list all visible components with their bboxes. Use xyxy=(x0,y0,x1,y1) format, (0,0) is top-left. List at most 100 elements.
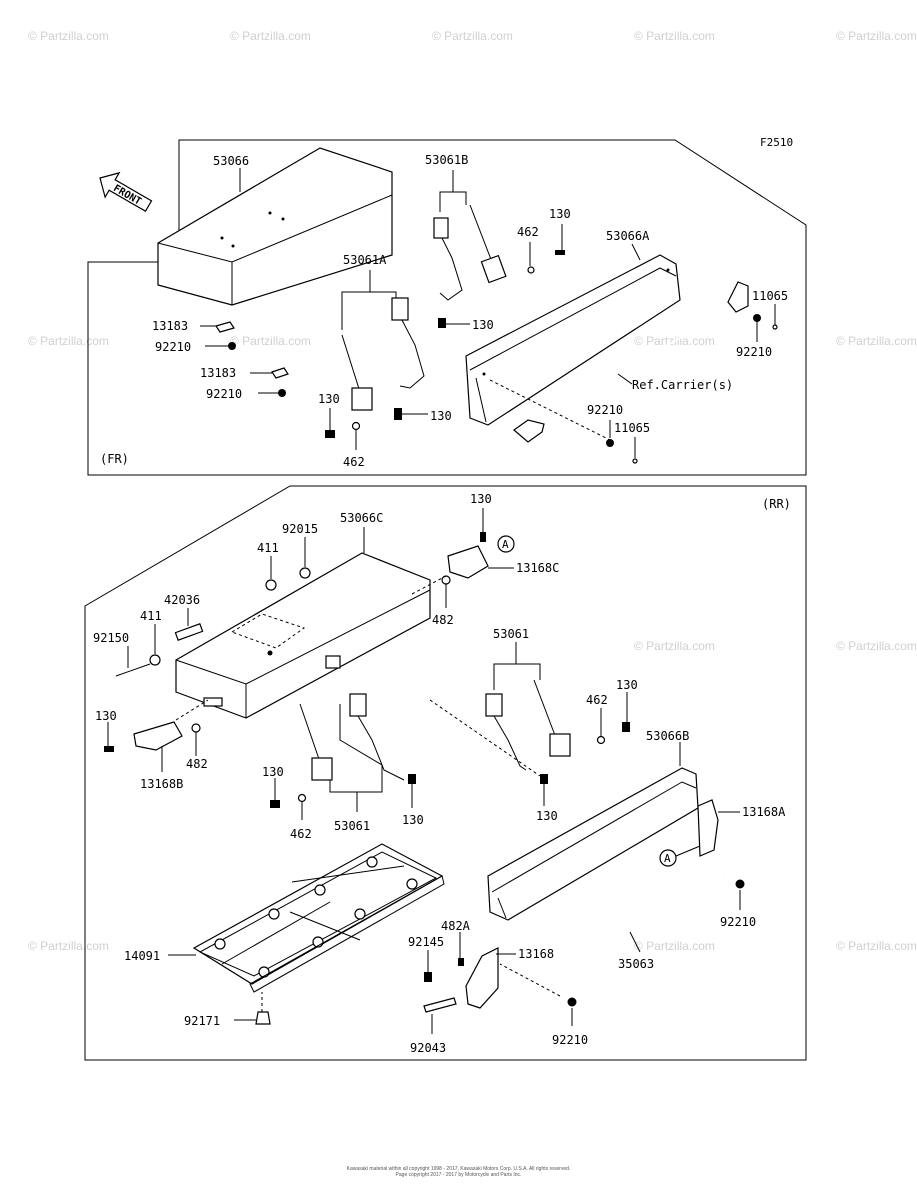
part-label: 92015 xyxy=(282,522,318,536)
part-label: 53061 xyxy=(334,819,370,833)
belt-cable xyxy=(439,237,463,301)
bolt-icon xyxy=(115,663,151,677)
washer xyxy=(596,735,606,745)
dash-line xyxy=(411,575,447,595)
carrier-bracket xyxy=(727,281,749,313)
rear-seat-belt-left xyxy=(299,693,405,781)
mat-body xyxy=(192,843,444,985)
part-label: 11065 xyxy=(614,421,650,435)
washer xyxy=(772,324,778,330)
bolt-icon xyxy=(622,722,630,732)
leader-bracket xyxy=(341,291,397,330)
watermark: © Partzilla.com xyxy=(836,334,917,348)
rear-backrest xyxy=(487,767,699,921)
bracket-13168b xyxy=(133,721,183,751)
bolt-icon xyxy=(458,958,464,966)
belt-strap xyxy=(299,703,321,763)
washer xyxy=(351,421,361,431)
cushion-hole xyxy=(268,211,272,215)
rear-section-frame xyxy=(84,485,807,1061)
part-label: 42036 xyxy=(164,593,200,607)
leader-line xyxy=(617,373,633,385)
carrier-rod-inner xyxy=(539,305,737,419)
cushion-hole xyxy=(231,244,235,248)
backrest-body xyxy=(465,254,681,426)
watermark: © Partzilla.com xyxy=(28,939,109,953)
washer xyxy=(441,575,451,585)
mat-edge xyxy=(249,875,445,993)
part-label: 482A xyxy=(441,919,471,933)
part-label: 130 xyxy=(616,678,638,692)
front-seat-cushion xyxy=(157,147,393,306)
part-label: 130 xyxy=(402,813,424,827)
mat-stud xyxy=(354,908,366,920)
bolt-icon xyxy=(270,800,280,808)
part-label: 13183 xyxy=(200,366,236,380)
bolt-icon xyxy=(424,972,432,982)
mat-stud xyxy=(314,884,326,896)
part-label: 411 xyxy=(257,541,279,555)
bracket-13168a xyxy=(697,799,719,857)
washer xyxy=(527,266,535,274)
nut-icon xyxy=(278,389,286,397)
cushion-hole xyxy=(267,650,273,656)
cushion-latch-outline xyxy=(230,613,306,649)
belt-buckle xyxy=(485,693,503,717)
part-label: 462 xyxy=(343,455,365,469)
part-label: 53066C xyxy=(340,511,383,525)
leader-bracket xyxy=(493,663,541,690)
mat-rib xyxy=(289,911,361,941)
washer xyxy=(632,458,638,464)
part-label: 92171 xyxy=(184,1014,220,1028)
part-label: 130 xyxy=(536,809,558,823)
part-label: 35063 xyxy=(618,957,654,971)
part-label: 11065 xyxy=(752,289,788,303)
bolt-icon xyxy=(408,774,416,784)
watermark: © Partzilla.com xyxy=(634,29,715,43)
belt-cable xyxy=(399,319,425,389)
part-label: 53061A xyxy=(343,253,387,267)
washer xyxy=(299,567,311,579)
bracket-13168 xyxy=(465,947,499,1009)
leader-line xyxy=(629,931,641,953)
part-label: 92210 xyxy=(720,915,756,929)
arrow-shape xyxy=(99,171,153,213)
part-label: 130 xyxy=(318,392,340,406)
part-label: 92210 xyxy=(587,403,623,417)
mat-stud xyxy=(406,878,418,890)
belt-cable xyxy=(357,715,405,781)
belt-retractor xyxy=(480,254,507,284)
nut-icon xyxy=(735,879,745,889)
part-label: 53066A xyxy=(606,229,650,243)
ref-mark-a-label: A xyxy=(664,852,671,865)
clip-92171 xyxy=(255,1011,271,1025)
part-label: 130 xyxy=(95,709,117,723)
part-label: 411 xyxy=(140,609,162,623)
part-label: 53066 xyxy=(213,154,249,168)
cushion-hole xyxy=(220,236,224,240)
part-label: 92145 xyxy=(408,935,444,949)
watermark: © Partzilla.com xyxy=(230,29,311,43)
watermark: © Partzilla.com xyxy=(28,334,109,348)
belt-cable xyxy=(493,715,527,771)
leader-bracket xyxy=(439,191,467,212)
part-label: 53061 xyxy=(493,627,529,641)
part-label: 13168C xyxy=(516,561,559,575)
part-label: 92210 xyxy=(552,1033,588,1047)
belt-retractor xyxy=(549,733,571,757)
bolt-icon xyxy=(555,250,565,255)
washer xyxy=(265,579,277,591)
belt-buckle xyxy=(349,693,367,717)
leader-line xyxy=(631,243,641,261)
part-label: 92210 xyxy=(736,345,772,359)
watermark: © Partzilla.com xyxy=(28,29,109,43)
part-label: 462 xyxy=(586,693,608,707)
part-label: 482 xyxy=(432,613,454,627)
backrest-side xyxy=(475,377,487,423)
backrest-hole xyxy=(482,372,486,376)
watermark: © Partzilla.com xyxy=(634,639,715,653)
mat-stud xyxy=(366,856,378,868)
rear-section-tag: (RR) xyxy=(762,497,791,511)
watermark: © Partzilla.com xyxy=(836,29,917,43)
backrest-edge xyxy=(469,267,677,371)
